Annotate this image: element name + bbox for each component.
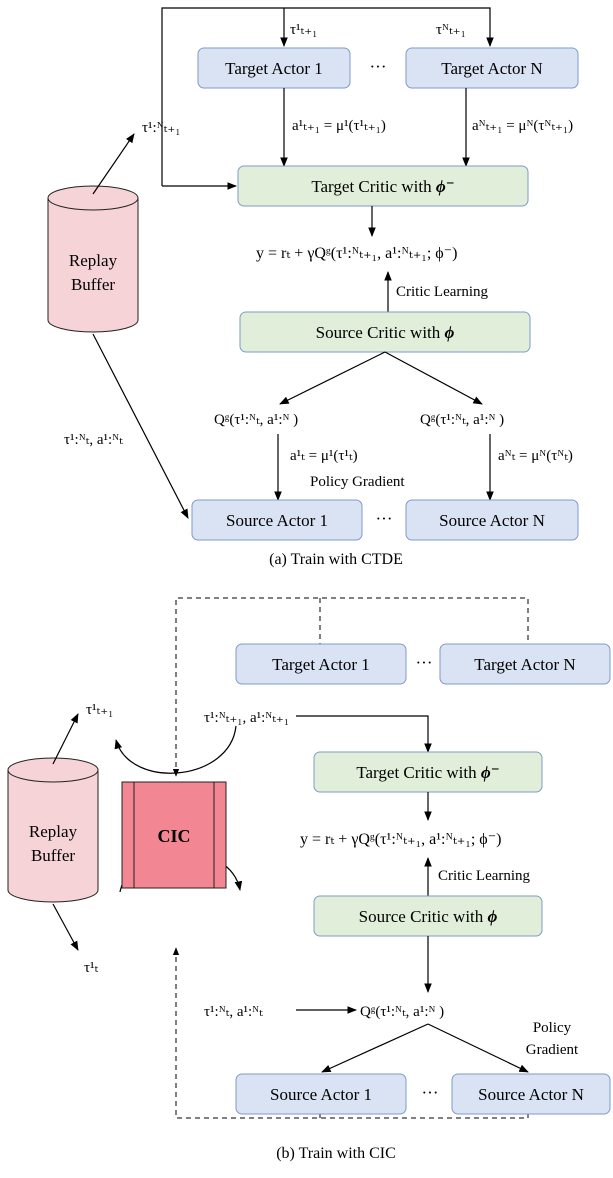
tau1-next-a: τ¹ₜ₊₁ [290, 22, 317, 38]
ellipsis-b-top: ··· [416, 653, 433, 672]
tau-a-t-b: τ¹:ᴺₜ, a¹:ᴺₜ [204, 1004, 263, 1020]
source-critic-a: Source Critic with ϕ [239, 311, 531, 353]
tau1-t-b: τ¹ₜ [84, 960, 99, 976]
source-critic-b-label: Source Critic with [359, 907, 488, 926]
target-critic-b-phi: ϕ⁻ [481, 763, 500, 782]
source-actor-1-b: Source Actor 1 [235, 1073, 407, 1115]
source-critic-a-phi: ϕ [445, 323, 455, 342]
ellipsis-b-bottom: ··· [422, 1083, 439, 1102]
replay-buffer-b-line1: Replay [29, 822, 78, 841]
source-critic-b-phi: ϕ [488, 907, 498, 926]
target-critic-a-label: Target Critic with [311, 177, 436, 196]
policy-gradient-b-line1: Policy [533, 1020, 572, 1036]
caption-b: (b) Train with CIC [276, 1145, 396, 1162]
tau-top-left-a: τ¹:ᴺₜ₊₁ [142, 120, 180, 136]
target-actor-1-b: Target Actor 1 [235, 643, 407, 685]
replay-buffer-a-line2: Buffer [71, 275, 115, 294]
replay-buffer-b: Replay Buffer [7, 757, 99, 903]
source-actor-n-b: Source Actor N [451, 1073, 611, 1115]
target-actor-n-a-label: Target Actor N [441, 59, 542, 78]
caption-a: (a) Train with CTDE [269, 551, 403, 568]
tau-a-left-a: τ¹:ᴺₜ, a¹:ᴺₜ [64, 432, 123, 448]
critic-learning-a: Critic Learning [396, 284, 489, 300]
panel-a: Replay Buffer Target Actor 1 ··· Target … [47, 7, 579, 568]
policy-gradient-a: Policy Gradient [310, 474, 405, 490]
a1-t-a: a¹ₜ = μ¹(τ¹ₜ) [290, 448, 358, 464]
source-actor-1-a: Source Actor 1 [191, 499, 363, 541]
replay-buffer-b-line2: Buffer [31, 846, 75, 865]
target-actor-n-b: Target Actor N [439, 643, 611, 685]
source-critic-a-label: Source Critic with [316, 323, 445, 342]
q-left-a: Qᵍ(τ¹:ᴺₜ, a¹:ᴺ ) [214, 412, 298, 428]
aN-t-a: aᴺₜ = μᴺ(τᴺₜ) [498, 448, 573, 464]
source-critic-b: Source Critic with ϕ [313, 895, 543, 937]
target-actor-n-a: Target Actor N [405, 47, 579, 89]
y-formula-a: y = rₜ + γQᵍ(τ¹:ᴺₜ₊₁, a¹:ᴺₜ₊₁; ϕ⁻) [256, 245, 457, 262]
source-actor-n-b-label: Source Actor N [478, 1085, 584, 1104]
tauN-next-a: τᴺₜ₊₁ [436, 22, 466, 38]
svg-text:Source Critic with ϕ: Source Critic with ϕ [359, 907, 498, 926]
cic-block: CIC [121, 781, 227, 889]
target-critic-a: Target Critic with ϕ⁻ [237, 165, 529, 207]
svg-text:Target Critic with ϕ⁻: Target Critic with ϕ⁻ [311, 177, 454, 196]
source-actor-n-a-label: Source Actor N [439, 511, 545, 530]
aN-next-a: aᴺₜ₊₁ = μᴺ(τᴺₜ₊₁) [472, 118, 573, 134]
ellipsis-a-bottom: ··· [376, 509, 393, 528]
target-actor-n-b-label: Target Actor N [474, 655, 575, 674]
target-actor-1-a-label: Target Actor 1 [225, 59, 323, 78]
source-actor-n-a: Source Actor N [405, 499, 579, 541]
source-actor-1-a-label: Source Actor 1 [226, 511, 328, 530]
policy-gradient-b-line2: Gradient [526, 1042, 579, 1058]
target-actor-1-a: Target Actor 1 [197, 47, 351, 89]
a1-next-a: a¹ₜ₊₁ = μ¹(τ¹ₜ₊₁) [292, 118, 386, 134]
replay-buffer-a-line1: Replay [69, 251, 118, 270]
target-actor-1-b-label: Target Actor 1 [272, 655, 370, 674]
replay-buffer-a: Replay Buffer [47, 185, 139, 333]
critic-learning-b: Critic Learning [438, 868, 531, 884]
q-right-a: Qᵍ(τ¹:ᴺₜ, a¹:ᴺ ) [420, 412, 504, 428]
target-critic-b: Target Critic with ϕ⁻ [313, 751, 543, 793]
source-actor-1-b-label: Source Actor 1 [270, 1085, 372, 1104]
cic-label: CIC [157, 826, 190, 846]
target-critic-a-phi: ϕ⁻ [436, 177, 455, 196]
tau1-next-b: τ¹ₜ₊₁ [86, 702, 113, 718]
svg-text:Target Critic with ϕ⁻: Target Critic with ϕ⁻ [356, 763, 499, 782]
tau-a-next-b: τ¹:ᴺₜ₊₁, a¹:ᴺₜ₊₁ [204, 710, 289, 726]
y-formula-b: y = rₜ + γQᵍ(τ¹:ᴺₜ₊₁, a¹:ᴺₜ₊₁; ϕ⁻) [300, 831, 501, 848]
ellipsis-a-top: ··· [370, 57, 387, 76]
target-critic-b-label: Target Critic with [356, 763, 481, 782]
q-mid-b: Qᵍ(τ¹:ᴺₜ, a¹:ᴺ ) [360, 1004, 444, 1020]
svg-text:Source Critic with ϕ: Source Critic with ϕ [316, 323, 455, 342]
panel-b: Target Actor 1 ··· Target Actor N τ¹:ᴺₜ₊… [7, 597, 611, 1162]
